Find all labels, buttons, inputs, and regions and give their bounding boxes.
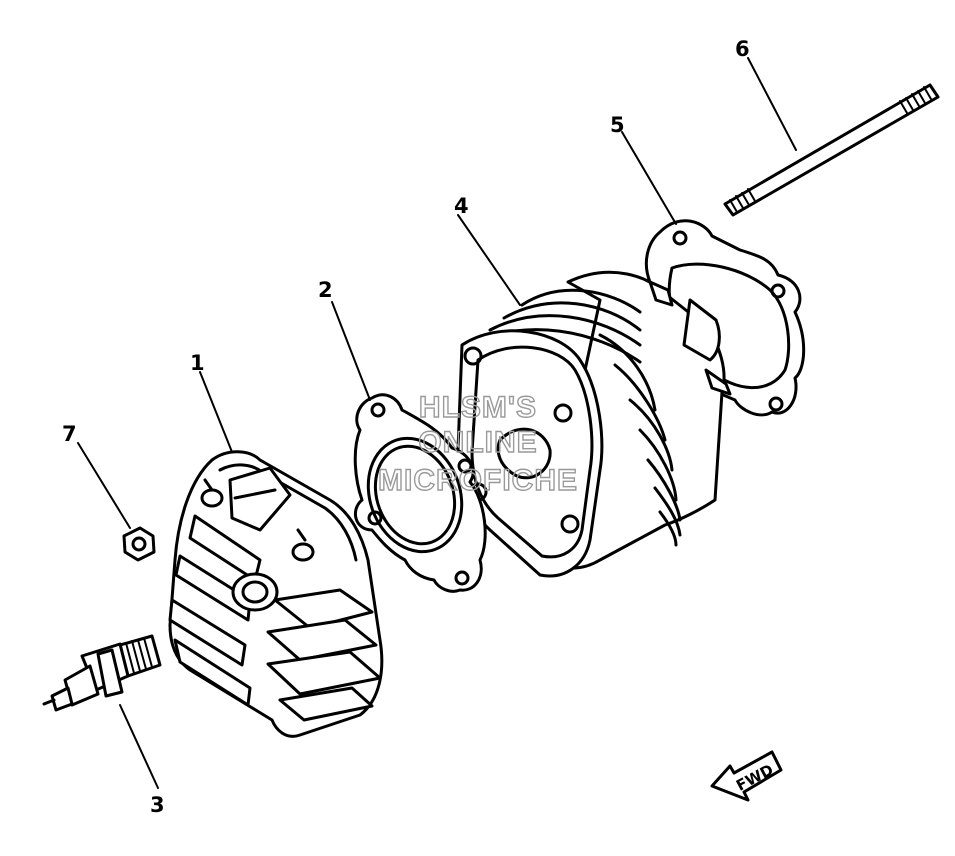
cylinder-head [168, 450, 384, 738]
watermark-line-3: MICROFICHE [378, 464, 578, 497]
callout-3: 3 [150, 793, 165, 817]
nut [122, 526, 156, 562]
leader-lines [77, 57, 797, 789]
callout-numbers: 1 2 3 4 5 6 7 [62, 37, 750, 817]
watermark: HLSM'S ONLINE MICROFICHE [377, 390, 578, 497]
stud-bolt [723, 83, 940, 217]
cylinder-head-gasket [353, 393, 487, 593]
callout-7: 7 [62, 422, 77, 446]
callout-6: 6 [735, 37, 750, 61]
spark-plug [42, 634, 162, 712]
callout-1: 1 [190, 351, 205, 375]
callout-4: 4 [454, 194, 469, 218]
fwd-direction-arrow: FWD [710, 750, 783, 802]
watermark-line-2: ONLINE [418, 426, 537, 459]
cylinder [456, 270, 732, 578]
watermark-line-1: HLSM'S [419, 391, 537, 424]
callout-5: 5 [610, 113, 625, 137]
callout-2: 2 [318, 278, 333, 302]
